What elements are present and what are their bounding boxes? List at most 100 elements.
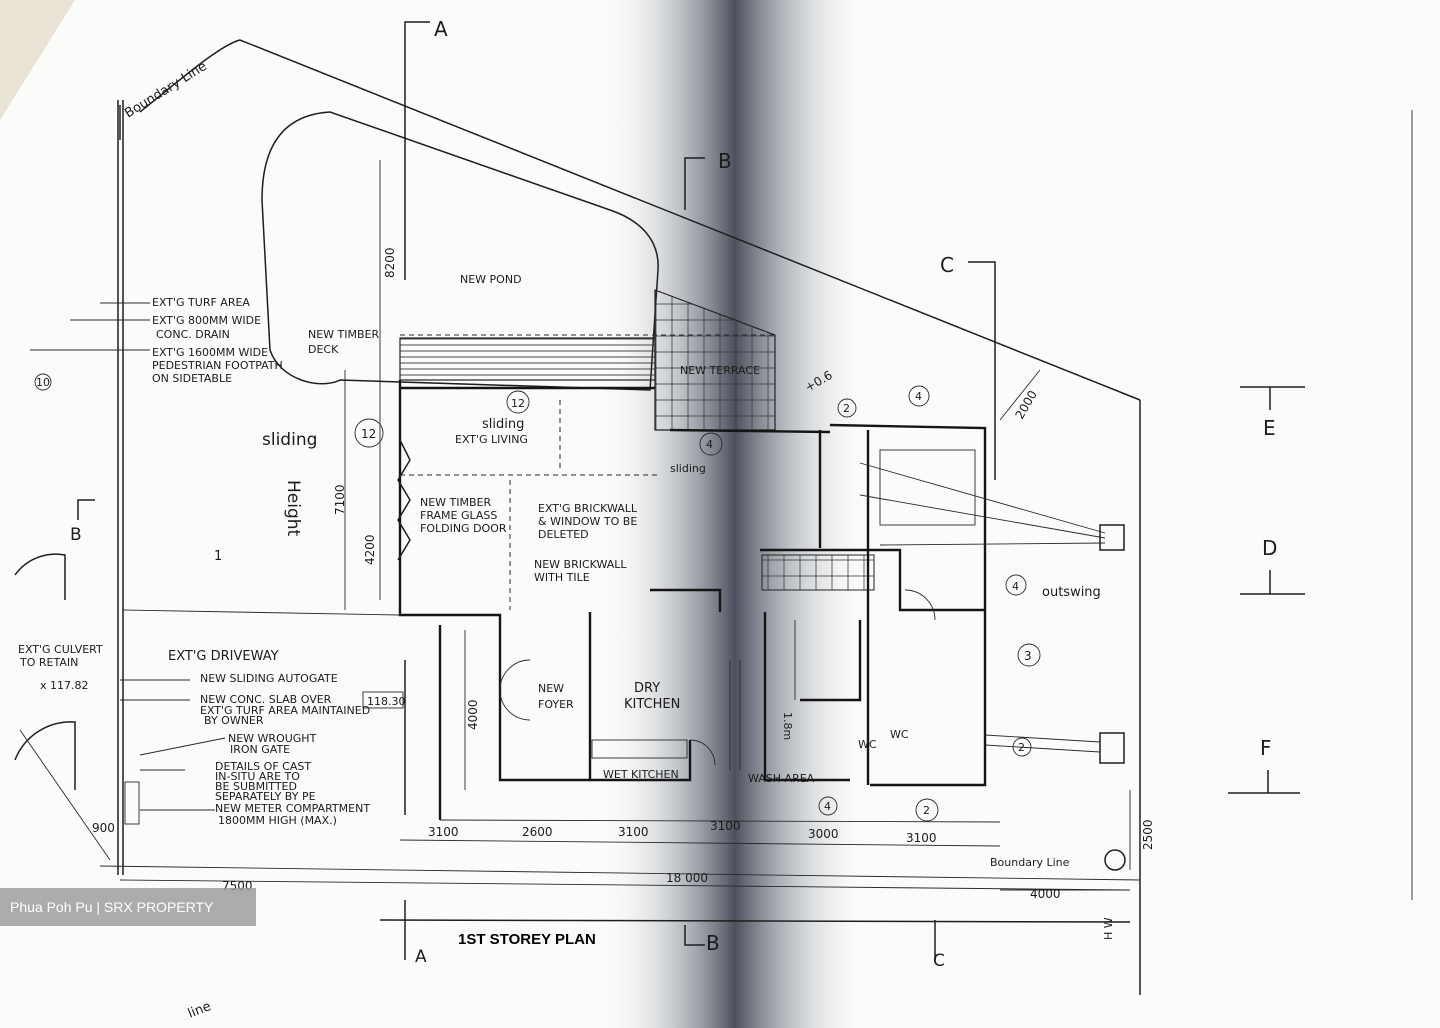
section-labels: A B C A B C B E D F [70, 17, 1277, 971]
folding-door [397, 439, 411, 561]
note-footpath-3: ON SIDETABLE [152, 372, 232, 385]
note-cast-3: BE SUBMITTED [215, 780, 297, 793]
marker-10: 10 [36, 376, 50, 389]
dim-18000: 18 000 [666, 871, 708, 885]
note-brickwall-2: & WINDOW TO BE [538, 515, 637, 528]
plan-title: 1ST STOREY PLAN [458, 931, 596, 948]
torn-corner [0, 0, 75, 120]
note-footpath-2: PEDESTRIAN FOOTPATH [152, 359, 283, 372]
door-swing-3 [904, 589, 936, 621]
terrace-tiles [654, 289, 776, 431]
note-meter-1: NEW METER COMPARTMENT [215, 802, 370, 815]
note-folding-3: FOLDING DOOR [420, 522, 507, 535]
dry-kitchen-label-1: DRY [634, 681, 660, 696]
marker-12-a: 12 [361, 427, 376, 441]
dim-3100-b: 3100 [618, 825, 649, 839]
sliding-terrace-label: sliding [670, 462, 706, 475]
service-lines [859, 462, 1126, 871]
section-c-bottom: C [933, 951, 945, 971]
marker-circles [34, 373, 1041, 822]
note-culvert-1: EXT'G CULVERT [18, 643, 103, 656]
foyer-door-swing-2 [499, 689, 531, 721]
note-slab-3: BY OWNER [204, 714, 264, 727]
section-a-bottom: A [415, 947, 427, 967]
dimension-lines [119, 110, 1413, 900]
new-pond-label: NEW POND [460, 273, 522, 286]
marker-4-b: 4 [1012, 580, 1019, 593]
note-gate-2: IRON GATE [230, 743, 290, 756]
stair-tiles [761, 554, 875, 591]
dim-7100: 7100 [333, 484, 347, 515]
pond-outline [261, 111, 659, 391]
driveway-lines [14, 553, 406, 825]
marker-4-a: 4 [915, 390, 922, 403]
boundary-line-bottom: Boundary Line [990, 856, 1070, 869]
marker-4-c: 4 [706, 438, 713, 451]
section-a-top: A [434, 17, 448, 41]
note-level-2: 118.30 [367, 695, 406, 708]
note-culvert-2: TO RETAIN [19, 656, 78, 669]
note-leaders [30, 302, 404, 811]
marker-2-c: 2 [1018, 741, 1025, 754]
marker-2-a: 2 [843, 402, 850, 415]
watermark-banner: Phua Poh Pu | SRX PROPERTY [0, 888, 256, 926]
timber-deck-label-2: DECK [308, 343, 339, 356]
section-markers [77, 21, 1305, 960]
door-swing-4 [689, 739, 716, 766]
note-slab-2: EXT'G TURF AREA MAINTAINED [200, 704, 370, 717]
foyer-door-swing [499, 659, 531, 691]
dry-kitchen-label-2: KITCHEN [624, 697, 680, 712]
sliding-left-label: sliding [262, 430, 317, 450]
area-labels: NEW POND NEW TIMBER DECK NEW TERRACE EXT… [262, 273, 1101, 785]
title-rule [379, 919, 1131, 923]
note-folding-2: FRAME GLASS [420, 509, 497, 522]
dim-2600: 2600 [522, 825, 553, 839]
note-turf: EXT'G TURF AREA [152, 296, 250, 309]
dim-3100-a: 3100 [428, 825, 459, 839]
note-autogate: NEW SLIDING AUTOGATE [200, 672, 338, 685]
note-gate-1: NEW WROUGHT [228, 732, 317, 745]
section-e: E [1263, 416, 1276, 440]
new-foyer-label-1: NEW [538, 682, 564, 695]
wc-label-1: WC [858, 738, 877, 751]
extg-living-label: EXT'G LIVING [455, 433, 528, 446]
marker-12-b: 12 [511, 397, 525, 410]
note-slab-1: NEW CONC. SLAB OVER [200, 693, 332, 706]
section-f: F [1260, 736, 1272, 760]
note-newbrick-1: NEW BRICKWALL [534, 558, 627, 571]
section-d: D [1262, 536, 1277, 560]
dim-900: 900 [92, 821, 115, 835]
sliding-living-label: sliding [482, 417, 524, 432]
marker-2-b: 2 [923, 804, 930, 817]
dim-3100-c: 3100 [710, 819, 741, 833]
marker-1: 1 [214, 549, 222, 564]
note-brickwall-3: DELETED [538, 528, 589, 541]
dim-8200: 8200 [383, 247, 397, 278]
dim-4000: 4000 [466, 699, 480, 730]
timber-deck-label-1: NEW TIMBER [308, 328, 380, 341]
marker-4-d: 4 [824, 800, 831, 813]
wc-label-2: WC [890, 728, 909, 741]
marker-3: 3 [1024, 649, 1032, 663]
note-cast-1: DETAILS OF CAST [215, 760, 311, 773]
dim-4200: 4200 [363, 534, 377, 565]
note-hw: H W [1102, 917, 1115, 940]
height-1-8-label: 1.8m [781, 712, 794, 740]
note-drain-1: EXT'G 800MM WIDE [152, 314, 261, 327]
dim-2500: 2500 [1141, 819, 1155, 850]
boundary-lines [19, 39, 1141, 995]
page-fold-shadow [600, 0, 870, 1028]
outswing-label: outswing [1042, 585, 1101, 600]
marker-labels: 12 12 1 2 2 2 3 4 4 4 4 10 [36, 376, 1032, 817]
note-folding-1: NEW TIMBER [420, 496, 492, 509]
timber-deck-hatch [399, 337, 656, 381]
building-walls [398, 380, 1001, 823]
note-drain-2: CONC. DRAIN [156, 328, 230, 341]
note-meter-2: 1800MM HIGH (MAX.) [218, 814, 337, 827]
new-terrace-label: NEW TERRACE [680, 364, 760, 377]
section-b-top: B [718, 149, 732, 173]
wet-kitchen-label: WET KITCHEN [603, 768, 679, 781]
dim-4000-b: 4000 [1030, 887, 1061, 901]
note-labels: EXT'G TURF AREA EXT'G 800MM WIDE CONC. D… [18, 296, 1115, 940]
